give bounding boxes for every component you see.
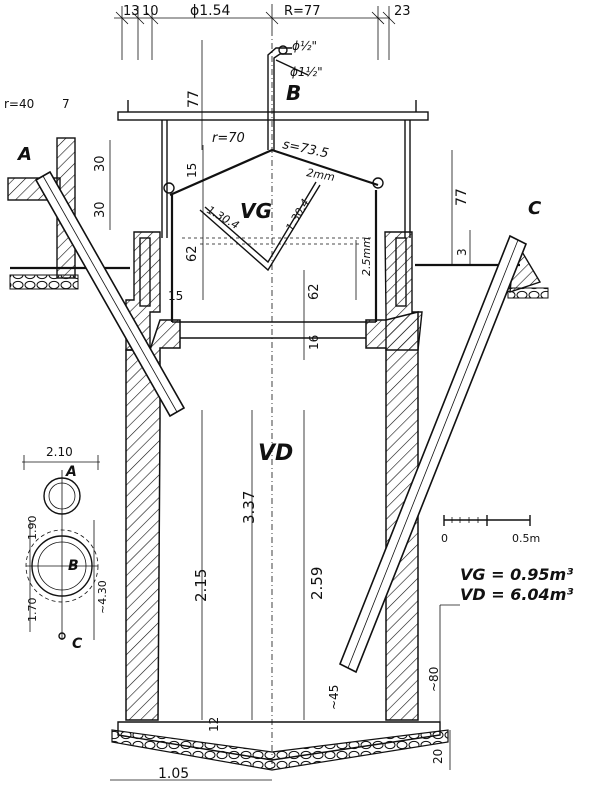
dim-337: 3.37	[240, 491, 258, 524]
plan-dim-190: 1.90	[26, 516, 39, 541]
dim-r70: r=70	[212, 131, 245, 146]
dim-105: 1.05	[158, 766, 189, 782]
label-vg: VG	[240, 199, 272, 223]
label-a: A	[16, 144, 32, 165]
dim-130-4a: 1.30.4	[205, 203, 242, 232]
plan-label-a: A	[65, 464, 77, 480]
plan-dim-170: 1.70	[26, 598, 39, 623]
dim-diameter: ϕ1.54	[190, 3, 231, 19]
dim-215: 2.15	[192, 569, 210, 602]
dim-25mm: 2.5mm	[360, 237, 373, 276]
dim-130-4b: 1.30.4	[283, 197, 312, 234]
dim-r40: r=40	[4, 97, 34, 111]
volume-vg: VG = 0.95m³	[460, 565, 573, 584]
plan-view	[22, 455, 100, 640]
plan-dim-430: ~4.30	[96, 580, 109, 614]
scale-end: 0.5m	[512, 532, 540, 545]
gas-holder-drum	[163, 148, 384, 323]
dim-radius: R=77	[284, 4, 320, 19]
dim-pipe-large: ϕ1½"	[290, 65, 323, 79]
bottom-slab	[111, 721, 449, 771]
dim-top-23: 23	[394, 4, 411, 19]
dim-s735: s=73.5	[281, 137, 330, 161]
top-dimension-line	[114, 4, 396, 60]
gas-pipe	[267, 45, 309, 150]
dim-20: 20	[431, 749, 445, 764]
dim-r7: 7	[62, 97, 70, 111]
dim-top-13: 13	[123, 4, 140, 19]
label-vd: VD	[258, 441, 293, 466]
dim-77-right: 77	[454, 188, 470, 206]
dim-12: 12	[207, 717, 221, 732]
dim-30b: 30	[93, 201, 108, 218]
outlet-pipe-a	[34, 170, 186, 418]
dim-pipe-small: ϕ½"	[292, 39, 317, 53]
dim-45: ~45	[327, 685, 341, 710]
dim-16: 16	[307, 335, 321, 350]
dim-77-left: 77	[186, 90, 202, 108]
dim-30a: 30	[93, 155, 108, 172]
dim-259: 2.59	[308, 567, 326, 600]
plan-width: 2.10	[46, 445, 73, 459]
guide-frame	[117, 100, 429, 238]
label-b: B	[286, 81, 301, 105]
volume-vd: VD = 6.04m³	[460, 585, 573, 604]
dim-2mm: 2mm	[305, 166, 335, 184]
dim-15b: 15	[168, 289, 183, 303]
dim-top-10: 10	[142, 4, 159, 19]
scale-bar	[443, 515, 531, 526]
plan-label-b: B	[68, 558, 79, 574]
plan-label-c: C	[72, 636, 83, 652]
dim-80: ~80	[427, 667, 441, 692]
dim-15a: 15	[185, 163, 199, 178]
dim-3: 3	[455, 248, 469, 256]
dim-62a: 62	[185, 245, 200, 262]
label-c: C	[528, 198, 542, 219]
vertical-dimensions	[109, 40, 460, 781]
scale-zero: 0	[441, 532, 448, 545]
dim-62b: 62	[307, 283, 322, 300]
inlet-pipe-c	[338, 234, 528, 674]
